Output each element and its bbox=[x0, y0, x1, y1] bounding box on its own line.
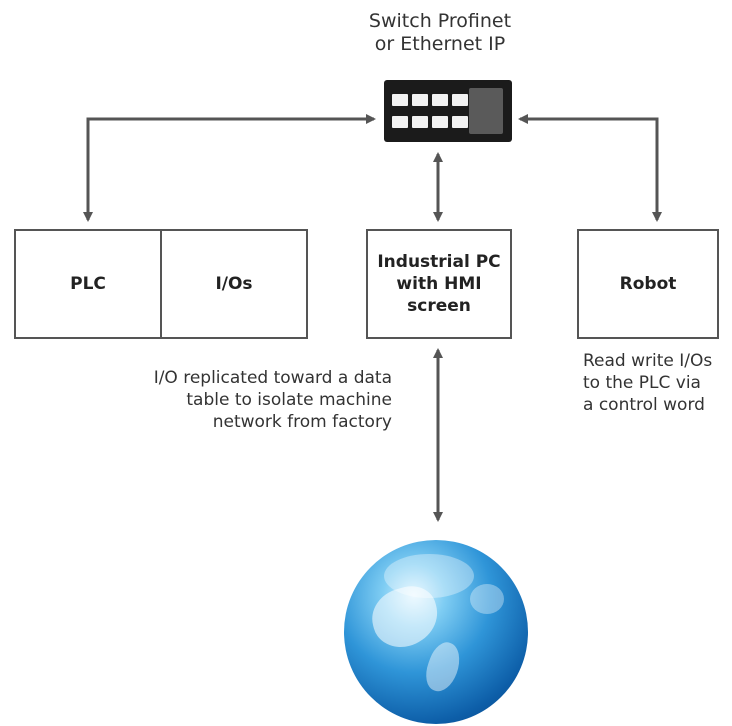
plc-io-divider bbox=[160, 231, 162, 337]
switch-port-icon bbox=[392, 116, 408, 128]
switch-label-line-1: Switch Profinet bbox=[368, 10, 512, 32]
switch-label: Switch Profinet or Ethernet IP bbox=[350, 10, 530, 56]
note-data-table-line-1: I/O replicated toward a data bbox=[153, 368, 392, 388]
globe-continent bbox=[470, 584, 504, 614]
note-robot-io: Read write I/Os to the PLC via a control… bbox=[583, 350, 712, 416]
industrial-pc-label-line-2: with HMI bbox=[396, 274, 482, 294]
note-robot-io-line-2: to the PLC via bbox=[583, 373, 701, 393]
note-data-table: I/O replicated toward a data table to is… bbox=[154, 367, 392, 433]
switch-port-icon bbox=[452, 116, 468, 128]
switch-port-icon bbox=[412, 94, 428, 106]
robot-label: Robot bbox=[619, 274, 677, 294]
plc-label: PLC bbox=[70, 274, 106, 294]
switch-port-icon bbox=[432, 116, 448, 128]
switch-port-icon bbox=[392, 94, 408, 106]
ios-label: I/Os bbox=[215, 274, 253, 294]
note-robot-io-line-3: a control word bbox=[583, 395, 705, 415]
switch-port-icon bbox=[432, 94, 448, 106]
globe-continent bbox=[420, 638, 466, 696]
note-robot-io-line-1: Read write I/Os bbox=[583, 351, 713, 371]
industrial-pc-label: Industrial PC with HMI screen bbox=[366, 251, 512, 317]
switch-panel bbox=[469, 88, 503, 134]
switch-port-icon bbox=[452, 94, 468, 106]
industrial-pc-box bbox=[366, 229, 512, 339]
industrial-pc-label-line-1: Industrial PC bbox=[377, 252, 501, 272]
switch-port-icon bbox=[412, 116, 428, 128]
note-data-table-line-3: network from factory bbox=[212, 412, 392, 432]
globe-highlight bbox=[384, 554, 474, 598]
switch-label-line-2: or Ethernet IP bbox=[374, 33, 506, 55]
note-data-table-line-2: table to isolate machine bbox=[186, 390, 392, 410]
globe-icon bbox=[344, 540, 528, 724]
robot-box bbox=[577, 229, 719, 339]
network-switch-icon bbox=[384, 80, 512, 142]
arrow-switch-robot bbox=[518, 114, 662, 222]
industrial-pc-label-line-3: screen bbox=[407, 296, 471, 316]
arrow-switch-plc bbox=[83, 114, 376, 222]
